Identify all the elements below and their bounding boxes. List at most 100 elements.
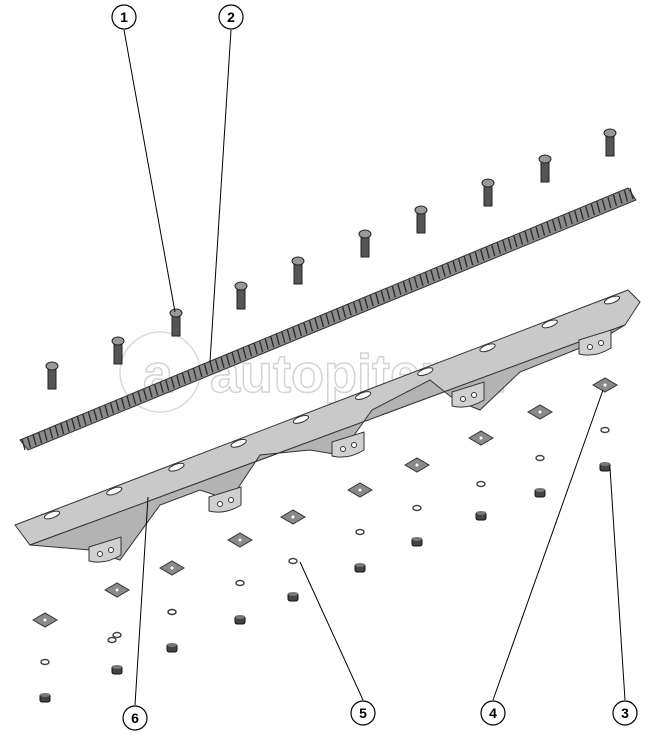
strip-rib [126, 395, 131, 407]
strip-rib [446, 263, 452, 275]
pin-head [111, 336, 125, 346]
strip-rib [120, 397, 126, 410]
pin-head [414, 205, 428, 215]
strip-rib [397, 283, 402, 296]
strip-rib [60, 422, 65, 435]
strip-rib [336, 308, 341, 321]
strip-rib [275, 333, 280, 346]
washer [600, 426, 610, 434]
strip-rib [430, 269, 435, 282]
plate-hole [115, 588, 119, 592]
pin-head [291, 256, 305, 266]
strip-rib [529, 228, 535, 241]
washer [476, 480, 486, 488]
strip-rib [165, 379, 170, 391]
washer [167, 608, 177, 616]
strip-rib [341, 306, 347, 318]
bar-slot [43, 510, 61, 520]
washer [235, 579, 245, 587]
pin [111, 336, 125, 365]
foot-hole [97, 551, 103, 557]
pin-head [538, 154, 552, 164]
nut-top [600, 462, 610, 466]
strip-rib [458, 258, 463, 270]
strip-rib [419, 274, 424, 286]
strip-rib [154, 384, 159, 396]
strip-rib [203, 363, 209, 375]
strip-rib [65, 420, 70, 432]
plate-hole [358, 488, 362, 492]
strip-rib [607, 196, 612, 209]
callout-2: 2 [218, 4, 244, 30]
pin [481, 178, 495, 207]
strip-rib [557, 217, 562, 229]
callout-5: 5 [350, 700, 376, 726]
strip-rib [176, 374, 181, 387]
callout-circle [122, 705, 148, 731]
bar-slot [541, 319, 558, 329]
strip-rib [568, 212, 573, 225]
plate-hole [603, 383, 607, 387]
callout-number: 4 [489, 705, 497, 721]
strip-rib [142, 388, 148, 400]
pin-head [169, 308, 183, 318]
strip-rib [618, 192, 623, 204]
strip-rib [192, 368, 197, 380]
foot-hole [217, 501, 223, 507]
strip-rib [236, 349, 242, 362]
strip-rib [319, 315, 325, 327]
strip-rib [408, 279, 413, 291]
pin [358, 229, 372, 258]
bar-slot [479, 343, 496, 353]
strip-rib [187, 370, 192, 382]
strip-rib [524, 231, 529, 243]
bar-foot [451, 381, 485, 408]
callout-circle [350, 700, 376, 726]
bar-slot [355, 391, 372, 400]
pin-head [358, 229, 372, 239]
nut-top [535, 488, 545, 492]
pin [45, 361, 59, 390]
leader-line [209, 29, 232, 363]
strip-rib [330, 311, 336, 323]
strip-rib [37, 431, 43, 444]
strip-rib [93, 409, 98, 421]
plate-hole [479, 436, 483, 440]
strip-rib [513, 235, 518, 248]
strip-rib [43, 429, 48, 442]
callout-number: 6 [131, 710, 139, 726]
callout-number: 1 [120, 9, 128, 25]
callout-3: 3 [612, 700, 638, 726]
strip-rib [242, 347, 247, 359]
leader-line [299, 561, 364, 701]
nut-top [112, 665, 122, 669]
nut-top [412, 537, 422, 541]
strip-rib [546, 222, 551, 234]
callout-number: 5 [359, 705, 367, 721]
strip-rib [109, 402, 115, 414]
plate-hole [415, 463, 419, 467]
plate-hole [291, 515, 295, 519]
washer [288, 557, 298, 565]
strip-rib [225, 354, 231, 366]
bar-foot [208, 486, 242, 513]
strip-rib [474, 251, 479, 264]
strip-rib [281, 331, 286, 343]
pin-head [481, 178, 495, 188]
foot-hole [460, 396, 466, 402]
leader-lines [123, 29, 626, 706]
washer [355, 528, 365, 536]
strip-rib [286, 329, 291, 341]
strip-rib [590, 203, 595, 216]
strip-rib [104, 404, 109, 416]
bar-foot [88, 536, 122, 563]
strip-rib [375, 292, 380, 305]
strip-rib [485, 247, 490, 259]
strip-rib [540, 224, 546, 236]
strip-rib [535, 226, 540, 238]
foot-hole [587, 344, 593, 350]
bar-slot [292, 415, 309, 424]
strip-rib [82, 413, 87, 426]
strip-rib [563, 215, 568, 227]
callouts: 1 2 3 4 5 6 [111, 4, 638, 731]
